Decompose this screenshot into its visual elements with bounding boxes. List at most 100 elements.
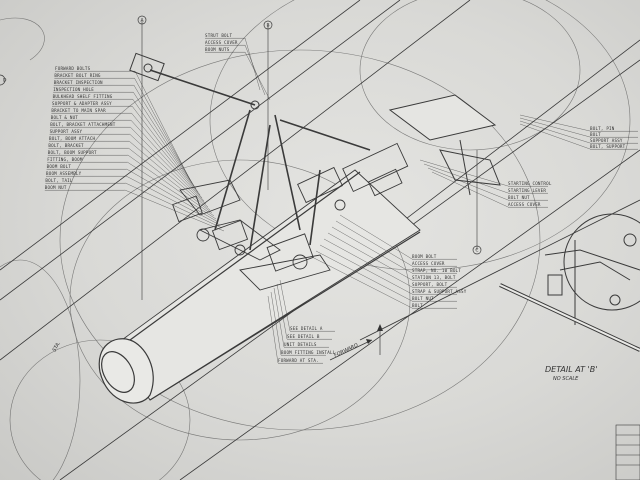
svg-text:A: A	[140, 18, 144, 24]
left-callout-label: BOOM BOLT	[47, 164, 72, 169]
lower-right-callout-leader	[323, 238, 413, 288]
left-callout-label: FORWARD BOLTS	[55, 66, 91, 71]
left-callout-label: BRACKET TO MAIN SPAR	[51, 108, 106, 113]
left-callout-leader	[131, 112, 203, 199]
station-label: STA.	[52, 341, 63, 353]
lower-right-callout-label: BOLT NUT	[412, 296, 434, 301]
lower-right-callout-label: BOLT	[412, 303, 423, 308]
bottom-callout-label: SEE DETAIL A	[290, 326, 323, 331]
station-lines	[141, 20, 478, 300]
bottom-callout-leader	[276, 283, 288, 340]
bottom-callout-label: UNIT DETAILS	[284, 342, 317, 347]
left-callout-label: BOLT, BRACKET	[48, 143, 84, 148]
bottom-callout-leader	[279, 279, 291, 332]
lower-right-callout-leader	[339, 214, 413, 260]
title-block	[615, 424, 640, 480]
far-right-callout-leader	[519, 117, 591, 138]
top-callout-leader	[244, 51, 271, 101]
top-callout-label: ACCESS COVER	[205, 40, 238, 45]
right-callout-label: BOLT NUT	[508, 195, 530, 200]
platform-upper-right	[388, 94, 501, 196]
left-callout-leader	[134, 70, 191, 181]
far-right-callout-label: SUPPORT ASSY	[590, 138, 623, 143]
bottom-callout-leader	[267, 295, 279, 364]
bubble-d: D	[0, 74, 7, 86]
bottom-callout-label: FORWARD AT STA.	[278, 358, 319, 363]
lower-right-callouts: BOOM BOLT ACCESS COVER STRAP, NO. 10 BOLT S…	[311, 214, 467, 309]
bubble-a: A	[137, 15, 147, 25]
mechanism-assembly	[172, 142, 409, 291]
control-rods	[149, 69, 371, 251]
left-callout-label: BOLT & NUT	[51, 115, 78, 120]
left-callout-label: BULKHEAD SHELF FITTING	[53, 94, 113, 99]
svg-text:D: D	[3, 78, 7, 84]
left-callout-label: SUPPORT & ADAPTER ASSY	[52, 101, 112, 106]
left-callout-leader	[131, 105, 201, 196]
top-callout-leader	[244, 44, 266, 96]
lower-right-callout-label: BOOM BOLT	[412, 254, 437, 259]
left-callout-leader	[127, 161, 217, 220]
bubble-b: B	[263, 20, 273, 30]
detail-b-drawing	[499, 213, 640, 352]
lower-right-callout-label: SUPPORT, BOLT	[412, 282, 448, 287]
lower-right-callout-label: ACCESS COVER	[412, 261, 445, 266]
left-callout-label: BOLT, BOOM SUPPORT	[48, 150, 97, 155]
bubble-c: C	[472, 245, 482, 255]
far-right-callout-leader	[519, 123, 591, 150]
far-right-callout-label: BOLT, PIN	[590, 126, 615, 131]
left-callout-leader	[129, 133, 209, 208]
forward-arrow: FORWARD	[329, 324, 383, 361]
far-right-callout-label: BOLT, SUPPORT	[590, 144, 626, 149]
right-callout-leader	[419, 159, 509, 187]
top-callout-label: BOOM NUTS	[205, 47, 230, 52]
right-callout-leader	[431, 171, 509, 208]
lower-right-callout-leader	[311, 256, 413, 309]
detail-title: DETAIL AT 'B'	[545, 365, 597, 374]
left-callout-leader	[132, 98, 199, 193]
left-callout-leader	[125, 175, 221, 226]
lower-right-callout-label: STRAP & SUPPORT ASSY	[412, 289, 467, 294]
right-callout-leader	[427, 167, 509, 201]
left-callout-label: SUPPORT ASSY	[50, 129, 83, 134]
left-callout-leader	[124, 189, 225, 232]
lower-right-callout-leader	[327, 232, 413, 281]
bottom-callout-leader	[273, 287, 285, 348]
right-callout-label: STARTING CONTROL	[508, 181, 552, 186]
tail-boom	[98, 169, 421, 404]
left-callout-label: FITTING, BOOM	[47, 157, 83, 162]
lower-right-callout-leader	[331, 226, 413, 274]
lower-right-callout-leader	[315, 250, 413, 302]
right-callout-label: STARTING LEVER	[508, 188, 546, 193]
bottom-callout-leader	[270, 291, 282, 356]
left-callouts: FORWARD BOLTS BRACKET BOLT RING BRACKET IN…	[44, 66, 225, 232]
left-callout-leader	[133, 91, 197, 190]
lower-right-callout-label: STRAP, NO. 10 BOLT	[412, 268, 461, 273]
left-callout-label: BRACKET INSPECTION	[54, 80, 103, 85]
left-callout-leader	[128, 147, 213, 214]
right-callout-leader	[423, 163, 509, 194]
left-callout-label: BRACKET BOLT RING	[54, 73, 101, 78]
bellcrank-upper	[129, 52, 260, 110]
bottom-callout-label: BOOM FITTING INSTALL	[281, 350, 336, 355]
far-right-callout-label: BOLT	[590, 132, 601, 137]
left-callout-label: BOLT, TAIL	[45, 178, 72, 183]
lower-right-callout-leader	[319, 244, 413, 295]
lower-right-callout-label: STATION 13, BOLT	[412, 275, 456, 280]
far-right-callout-leader	[519, 114, 591, 132]
detail-subtitle: NO SCALE	[553, 376, 579, 382]
left-callout-leader	[130, 126, 207, 205]
left-callout-leader	[128, 140, 211, 211]
left-callout-label: BOLT, BRACKET ATTACHMENT	[50, 122, 116, 127]
far-right-callout-leader	[519, 120, 591, 144]
lower-right-callout-leader	[335, 220, 413, 267]
left-callout-leader	[125, 182, 223, 229]
left-callout-leader	[133, 84, 195, 187]
left-callout-label: BOOM ASSEMBLY	[46, 171, 82, 176]
svg-text:C: C	[475, 248, 478, 254]
left-callout-leader	[126, 168, 219, 223]
